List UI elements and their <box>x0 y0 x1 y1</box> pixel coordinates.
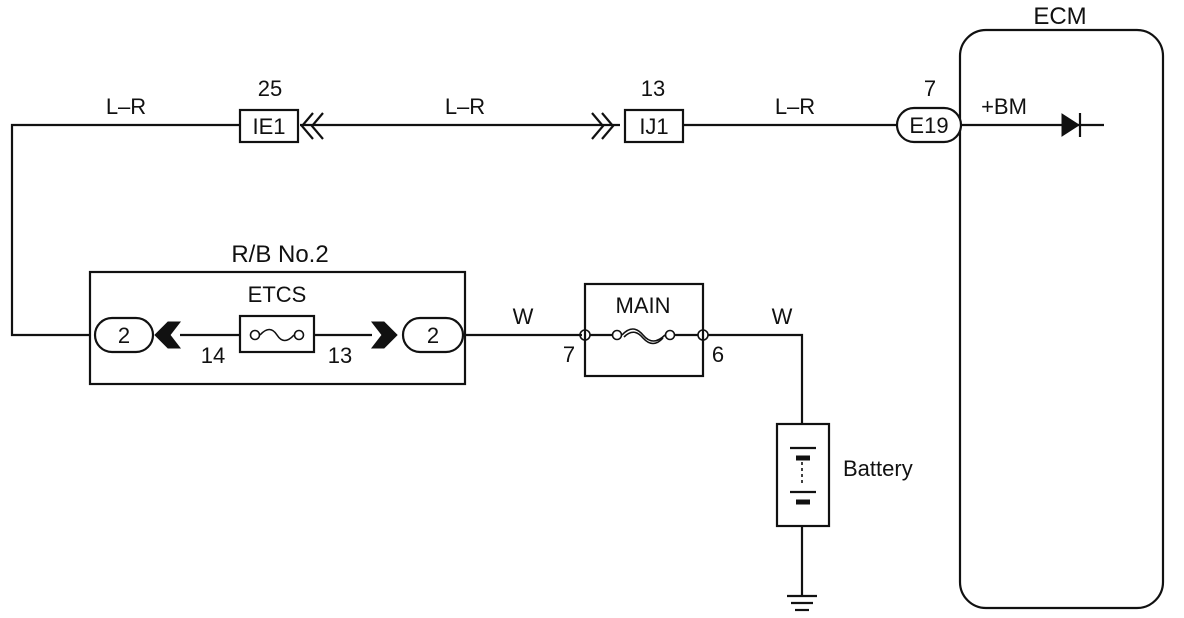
rb-left-connector-label: 2 <box>118 323 130 348</box>
ie1-label: IE1 <box>252 114 285 139</box>
ie1-arrow-icon <box>300 112 324 140</box>
rb-left-pin: 14 <box>201 343 225 368</box>
ie1-connector <box>238 108 300 144</box>
main-link-terminal-left <box>611 329 623 341</box>
wire-label-main-battery: W <box>772 304 793 329</box>
ecm-box <box>958 28 1165 610</box>
rb-left-connector <box>93 316 155 354</box>
rb-left-arrow-icon <box>154 321 182 349</box>
ecm-title: ECM <box>1033 3 1086 30</box>
rb-title: R/B No.2 <box>231 241 328 268</box>
wire-label-top-left: L–R <box>106 94 146 119</box>
wire-left-loop <box>10 123 242 337</box>
e19-pin: 7 <box>924 76 936 101</box>
etcs-fuse-element-icon <box>259 328 295 342</box>
main-link-element-icon-2 <box>623 331 664 345</box>
ij1-pin: 13 <box>641 76 665 101</box>
main-fuse-label: MAIN <box>616 293 671 318</box>
etcs-fuse-terminal-left <box>249 329 261 341</box>
wire-label-rb-main: W <box>513 304 534 329</box>
wire-label-top-right: L–R <box>775 94 815 119</box>
battery-box <box>775 422 831 528</box>
main-fuse-box <box>583 282 705 378</box>
wire-label-top-mid: L–R <box>445 94 485 119</box>
diode-icon <box>1061 113 1080 137</box>
main-link-element-icon <box>621 328 666 342</box>
main-left-pin: 7 <box>563 342 575 367</box>
rb-right-pin: 13 <box>328 343 352 368</box>
battery-label: Battery <box>843 456 913 481</box>
e19-label: E19 <box>909 113 948 138</box>
ie1-pin: 25 <box>258 76 282 101</box>
main-link-terminal-right <box>664 329 676 341</box>
rb-right-arrow-icon <box>370 321 398 349</box>
ij1-arrow-icon <box>591 112 615 140</box>
bm-terminal-label: +BM <box>981 94 1027 119</box>
etcs-fuse-label: ETCS <box>248 282 307 307</box>
etcs-fuse-terminal-right <box>293 329 305 341</box>
rb-right-connector-label: 2 <box>427 323 439 348</box>
ij1-label: IJ1 <box>639 114 668 139</box>
main-right-pin: 6 <box>712 342 724 367</box>
ij1-connector <box>623 108 685 144</box>
wire-main-battery <box>708 333 804 424</box>
